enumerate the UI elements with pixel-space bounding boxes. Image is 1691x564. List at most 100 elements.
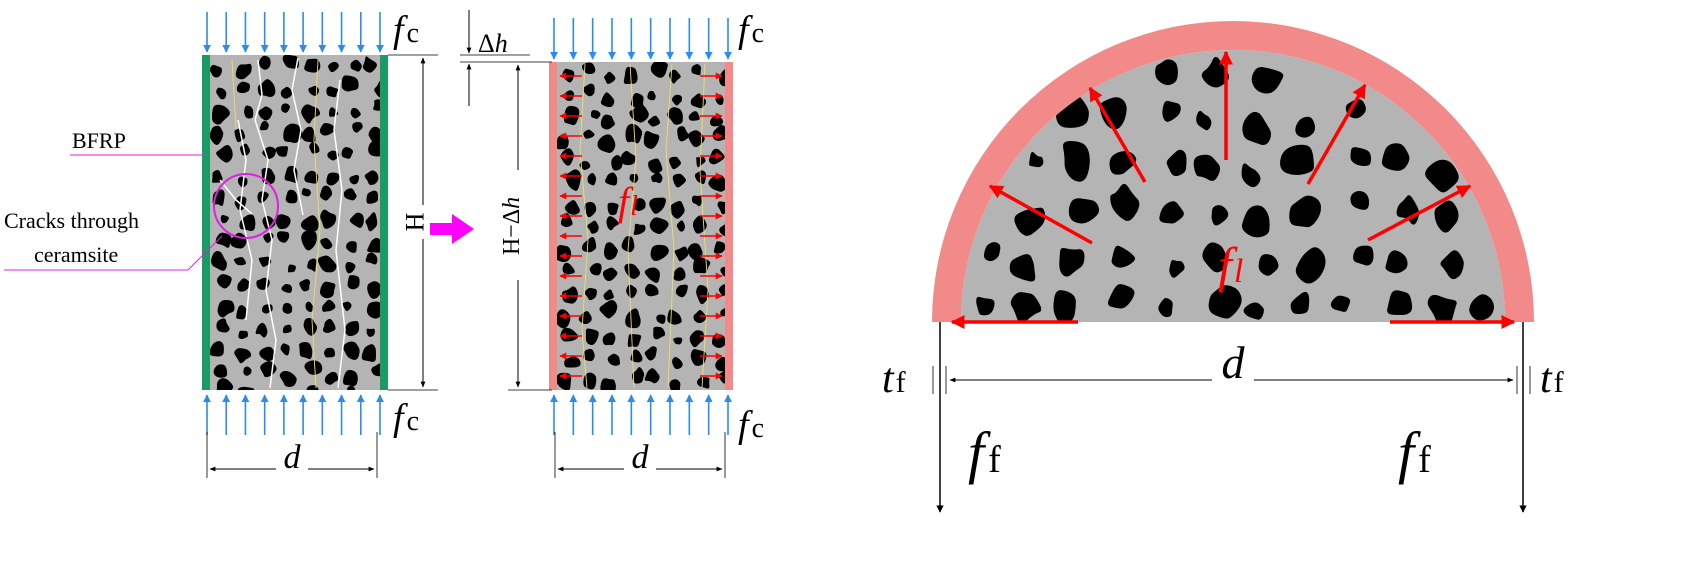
left-column-specimen: [202, 55, 388, 408]
aggregate-particle: [1385, 250, 1408, 274]
left-bfrp-jacket-right: [380, 55, 388, 390]
aggregate-particle: [347, 385, 356, 390]
aggregate-particle: [216, 274, 232, 289]
aggregate-particle: [590, 110, 601, 120]
aggregate-particle: [259, 120, 269, 131]
aggregate-particle: [1425, 159, 1459, 193]
aggregate-particle: [349, 212, 364, 228]
reduced-height-dimension: [496, 64, 552, 391]
middle-width-dimension: [554, 432, 726, 478]
aggregate-particle: [643, 130, 660, 149]
aggregate-particle: [262, 146, 277, 159]
crack-label-line1: Cracks through: [4, 208, 139, 233]
middle-width-label: d: [632, 439, 650, 476]
aggregate-particle: [1009, 254, 1036, 282]
aggregate-particle: [583, 129, 595, 139]
middle-fine-cracks: [579, 63, 709, 389]
delta-h-label: Δh: [478, 29, 508, 58]
aggregate-particle: [243, 366, 252, 376]
aggregate-particle: [696, 376, 710, 389]
aggregate-particle: [1110, 183, 1140, 222]
aggregate-particle: [319, 281, 336, 299]
aggregate-particle: [211, 250, 227, 271]
left-fine-cracks: [231, 59, 321, 389]
aggregate-particle: [675, 284, 688, 298]
aggregate-particle: [1295, 116, 1316, 138]
aggregate-particle: [216, 144, 233, 163]
aggregate-particle: [674, 246, 689, 262]
aggregate-particle: [301, 230, 317, 251]
aggregate-particle: [1289, 195, 1322, 228]
aggregate-particle: [630, 349, 643, 363]
aggregate-particle: [611, 155, 623, 171]
aggregate-particle: [275, 214, 291, 230]
aggregate-particle: [365, 393, 376, 408]
aggregate-particle: [368, 141, 380, 157]
semicircle-cross-section: [932, 21, 1534, 322]
aggregate-particle: [1108, 284, 1135, 309]
aggregate-particle: [584, 287, 597, 301]
aggregate-particle: [604, 71, 616, 84]
aggregate-particle: [368, 126, 380, 144]
aggregate-particle: [633, 198, 646, 211]
aggregate-particle: [656, 314, 666, 324]
aggregate-particle: [262, 215, 276, 230]
radial-stress-arrow: [1306, 83, 1367, 185]
aggregate-particle: [259, 346, 276, 362]
aggregate-particle: [644, 283, 659, 297]
aggregate-particle: [282, 55, 299, 69]
aggregate-particle: [317, 255, 337, 273]
aggregate-particle: [365, 212, 378, 232]
aggregate-particle: [322, 299, 336, 312]
aggregate-particle: [585, 328, 599, 345]
aggregate-particle: [367, 281, 380, 299]
aggregate-particle: [717, 201, 725, 215]
aggregate-particle: [261, 397, 275, 407]
aggregate-particle: [565, 169, 581, 191]
aggregate-particle: [362, 56, 377, 73]
aggregate-particle: [676, 220, 686, 232]
aggregate-particle: [361, 344, 376, 362]
aggregate-particle: [276, 231, 290, 243]
aggregate-particle: [691, 64, 702, 76]
tension-force-lines: [936, 322, 1527, 513]
aggregate-particle: [220, 215, 229, 224]
aggregate-particle: [696, 156, 706, 168]
aggregate-particle: [327, 150, 339, 161]
aggregate-particle: [216, 378, 234, 390]
aggregate-particle: [621, 235, 635, 253]
left-top-load-arrows: [203, 12, 384, 53]
middle-bfrp-jacket-right: [725, 62, 733, 390]
aggregate-particle: [217, 300, 235, 318]
aggregate-particle: [237, 278, 250, 292]
aggregate-particle: [690, 349, 707, 366]
aggregate-particle: [631, 367, 645, 384]
aggregate-particle: [1330, 295, 1351, 312]
aggregate-particle: [673, 267, 686, 281]
aggregate-particle: [371, 363, 380, 377]
aggregate-particle: [374, 81, 380, 98]
aggregate-particle: [1243, 302, 1264, 320]
aggregate-particle: [1345, 99, 1366, 119]
aggregate-particle: [275, 146, 289, 157]
aggregate-particle: [1242, 111, 1272, 146]
aggregate-particle: [304, 58, 321, 73]
aggregate-particle: [341, 147, 354, 159]
aggregate-particle: [600, 114, 615, 130]
aggregate-particle: [603, 289, 614, 301]
aggregate-particle: [258, 55, 271, 70]
aggregate-particle: [1202, 242, 1228, 273]
aggregate-particle: [689, 330, 705, 348]
aggregate-particle: [216, 87, 227, 100]
aggregate-particle: [350, 59, 362, 72]
aggregate-particle: [696, 285, 710, 305]
aggregate-particle: [319, 122, 335, 136]
aggregate-particle: [237, 386, 255, 390]
aggregate-particle: [1059, 248, 1085, 277]
aggregate-particle: [280, 86, 293, 99]
middle-lateral-stress-label: fl: [618, 179, 638, 224]
aggregate-particle: [583, 83, 595, 97]
